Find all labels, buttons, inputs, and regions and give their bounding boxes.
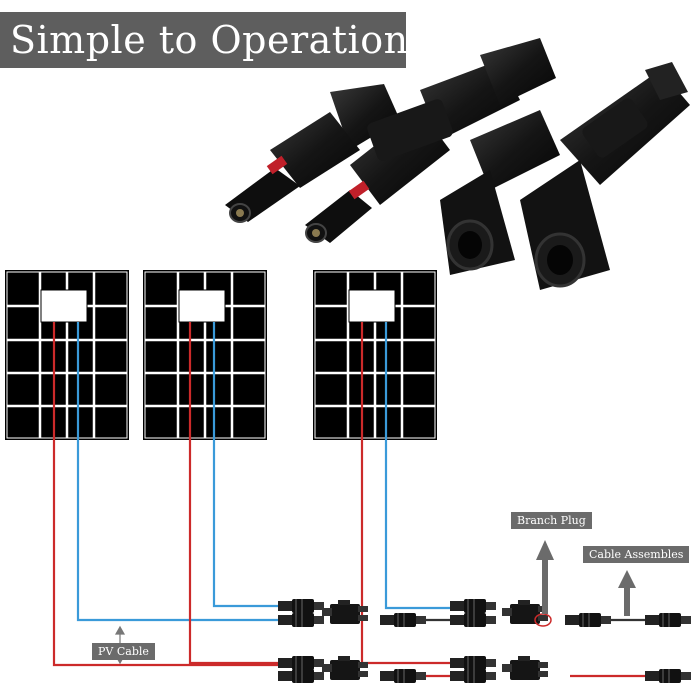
pv-cable-label: PV Cable bbox=[92, 643, 155, 660]
branch-plug-arrow bbox=[536, 540, 554, 614]
cable-assembles-arrow bbox=[618, 570, 636, 616]
cable-assembles-label: Cable Assembles bbox=[583, 546, 690, 563]
branch-plug-label: Branch Plug bbox=[511, 512, 592, 529]
solar-panel-2 bbox=[141, 268, 269, 442]
solar-panel-1 bbox=[3, 268, 131, 442]
title-banner: Simple to Operation bbox=[0, 12, 409, 68]
page-title: Simple to Operation bbox=[10, 18, 409, 62]
solar-panel-3 bbox=[311, 268, 439, 442]
connector-photo bbox=[225, 38, 690, 290]
